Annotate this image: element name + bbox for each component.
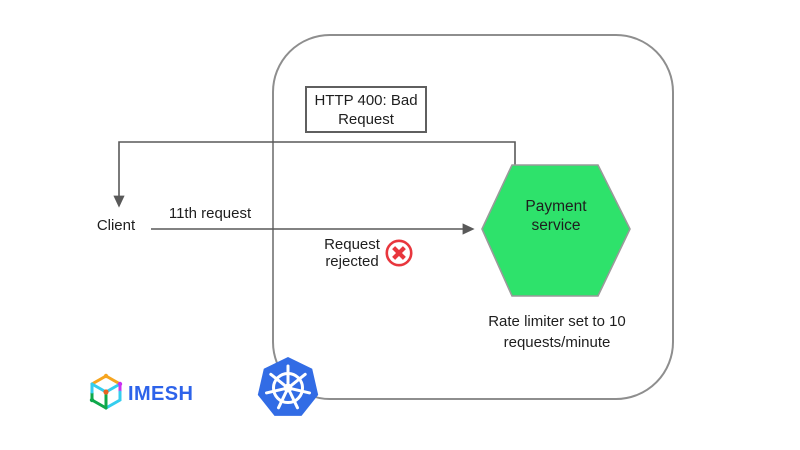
rate-limiter-label: Rate limiter set to 10 requests/minute [488,313,626,351]
payment-service-label: Payment service [525,198,587,234]
kubernetes-icon [257,357,319,416]
imesh-cube-icon [89,373,123,410]
imesh-logo: IMESH [88,372,193,416]
request-arrow-label: 11th request [168,205,252,222]
http-400-box: HTTP 400: Bad Request [305,86,427,133]
request-rejected-label: Request rejected [324,236,380,270]
cluster-boundary [272,34,674,400]
http-400-label: HTTP 400: Bad Request [314,91,418,128]
client-label: Client [96,217,136,234]
imesh-wordmark: IMESH [128,382,194,405]
